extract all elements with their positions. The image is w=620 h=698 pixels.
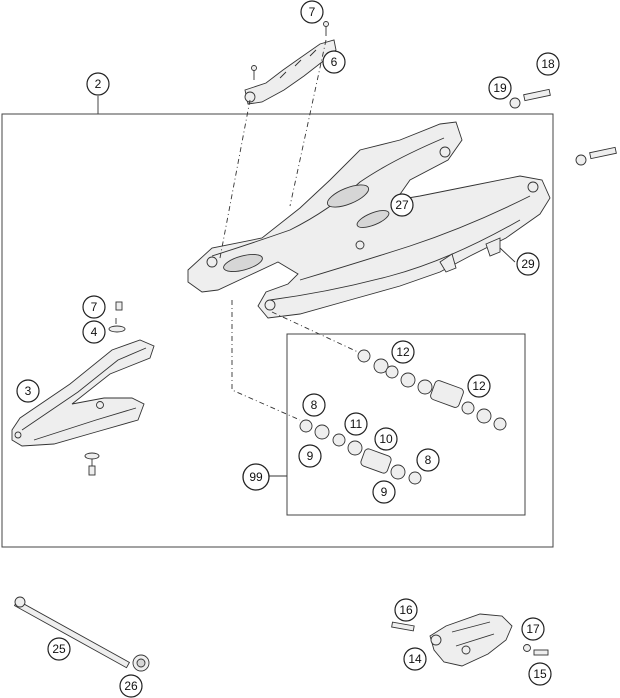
callout-7-top: 7 — [300, 0, 324, 24]
svg-text:2: 2 — [95, 77, 102, 91]
svg-text:9: 9 — [307, 449, 314, 463]
callout-10: 10 — [374, 427, 398, 451]
svg-text:6: 6 — [331, 55, 338, 69]
callout-8-right: 8 — [416, 448, 440, 472]
callout-14: 14 — [403, 647, 427, 671]
svg-text:29: 29 — [521, 257, 535, 271]
callout-8-left: 8 — [302, 393, 326, 417]
svg-text:3: 3 — [25, 384, 32, 398]
callout-15: 15 — [528, 662, 552, 686]
callout-9-left: 9 — [298, 444, 322, 468]
callout-99: 99 — [242, 463, 270, 491]
callout-12-top: 12 — [391, 340, 415, 364]
svg-text:25: 25 — [52, 642, 66, 656]
svg-text:27: 27 — [395, 198, 409, 212]
svg-text:26: 26 — [124, 679, 138, 693]
svg-text:12: 12 — [472, 379, 486, 393]
callout-16: 16 — [394, 598, 418, 622]
svg-text:16: 16 — [399, 603, 413, 617]
callout-27: 27 — [390, 193, 414, 217]
svg-text:11: 11 — [350, 417, 363, 431]
svg-text:17: 17 — [526, 622, 540, 636]
swingarm-part — [187, 121, 551, 319]
callout-11: 11 — [344, 412, 368, 436]
callout-17: 17 — [521, 617, 545, 641]
callout-3: 3 — [16, 379, 40, 403]
svg-text:8: 8 — [311, 398, 318, 412]
bearing-kit-parts — [299, 349, 507, 485]
callout-26: 26 — [119, 674, 143, 698]
callout-7-left: 7 — [82, 295, 106, 319]
svg-text:10: 10 — [379, 432, 393, 446]
callout-19: 19 — [488, 76, 512, 100]
svg-text:8: 8 — [425, 453, 432, 467]
leader-lines — [91, 39, 516, 477]
svg-text:15: 15 — [533, 667, 547, 681]
chain-guide-part — [391, 613, 549, 667]
svg-text:12: 12 — [396, 345, 410, 359]
svg-text:9: 9 — [381, 485, 388, 499]
bolts-top-right — [509, 88, 617, 166]
callout-4: 4 — [82, 320, 106, 344]
swingarm-assembly-frame — [1, 96, 554, 548]
svg-text:7: 7 — [91, 300, 98, 314]
callout-9-bottom: 9 — [372, 480, 396, 504]
svg-text:99: 99 — [249, 470, 263, 484]
axle-part — [13, 596, 150, 672]
svg-text:19: 19 — [493, 81, 507, 95]
callout-25: 25 — [47, 637, 71, 661]
fasteners-left — [84, 301, 126, 476]
chain-slider-part — [11, 339, 155, 447]
callout-2: 2 — [86, 72, 110, 96]
svg-text:7: 7 — [309, 5, 316, 19]
chain-guard-top-part — [244, 21, 337, 105]
svg-text:14: 14 — [408, 652, 422, 666]
callout-6: 6 — [322, 50, 346, 74]
callout-29: 29 — [516, 252, 540, 276]
callout-12-right: 12 — [467, 374, 491, 398]
svg-text:4: 4 — [91, 325, 98, 339]
callout-18: 18 — [536, 52, 560, 76]
svg-text:18: 18 — [541, 57, 555, 71]
bearing-kit-frame — [286, 333, 526, 516]
